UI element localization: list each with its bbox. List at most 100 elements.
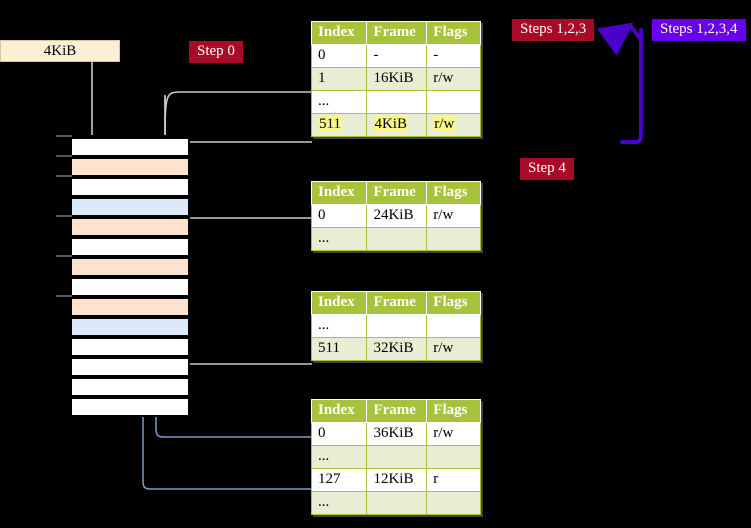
table-row: ... [310,491,481,515]
memory-frame-row [72,137,188,157]
cell-flags: r/w [426,113,481,137]
frame-label-4kib: 4KiB [0,40,120,62]
highlighted-value: r/w [433,116,456,132]
memory-tick [56,255,72,257]
table-row: ... [310,227,481,251]
cell-flags: r/w [426,337,481,361]
column-header-flags: Flags [426,21,481,45]
memory-frame-row [72,257,188,277]
cell-frame [366,314,428,338]
column-header-flags: Flags [426,181,481,205]
cell-frame: 24KiB [366,204,428,228]
memory-tick [56,155,72,157]
cell-frame: 12KiB [366,468,428,492]
highlighted-value: 511 [318,116,342,132]
table-row: 0-- [310,44,481,68]
memory-frame-row [72,237,188,257]
cell-index: ... [310,314,368,338]
memory-frame-row [72,277,188,297]
table-row: ... [310,90,481,114]
cell-flags: r/w [426,204,481,228]
memory-frame-row [72,337,188,357]
cell-flags [426,227,481,251]
cell-flags: r/w [426,422,481,446]
column-header-frame: Frame [366,291,428,315]
column-header-frame: Frame [366,181,428,205]
cell-frame: 4KiB [366,113,428,137]
physical-memory-column [70,135,190,417]
column-header-index: Index [310,181,368,205]
cell-frame: - [366,44,428,68]
cell-flags [426,314,481,338]
table-row: 511 4KiB r/w [310,113,481,137]
badge-step-0-text: Step 0 [197,43,235,59]
cell-frame [366,227,428,251]
memory-frame-row [72,157,188,177]
badge-step-4: Step 4 [520,158,574,180]
badge-steps-1234-text: Steps 1,2,3,4 [660,21,738,37]
frame-label-4kib-text: 4KiB [43,42,77,59]
cell-flags: r/w [426,67,481,91]
memory-tick [56,215,72,217]
memory-frame-row [72,217,188,237]
badge-steps-1234: Steps 1,2,3,4 [652,19,746,41]
badge-step-4-text: Step 4 [528,160,566,176]
cell-index: 511 [310,337,368,361]
column-header-frame: Frame [366,399,428,423]
cell-frame [366,445,428,469]
badge-steps-123: Steps 1,2,3 [512,19,595,41]
column-header-frame: Frame [366,21,428,45]
cell-index: 1 [310,67,368,91]
cell-frame: 36KiB [366,422,428,446]
table-row: ... [310,445,481,469]
memory-frame-row [72,177,188,197]
memory-frame-row [72,197,188,217]
column-header-index: Index [310,399,368,423]
cell-flags [426,90,481,114]
memory-tick [56,135,72,137]
cell-frame: 32KiB [366,337,428,361]
memory-tick [56,295,72,297]
cell-index: 511 [310,113,368,137]
memory-frame-row [72,317,188,337]
memory-frame-row [72,297,188,317]
cell-index: ... [310,491,368,515]
cell-flags: - [426,44,481,68]
memory-frame-row [72,397,188,417]
cell-index: 0 [310,422,368,446]
cell-index: 0 [310,44,368,68]
cell-flags [426,445,481,469]
table-row: ... [310,314,481,338]
cell-index: 0 [310,204,368,228]
cell-index: ... [310,227,368,251]
badge-steps-123-text: Steps 1,2,3 [520,21,587,37]
cell-frame [366,491,428,515]
cell-frame [366,90,428,114]
memory-tick [56,175,72,177]
memory-frame-row [72,357,188,377]
column-header-index: Index [310,21,368,45]
cell-flags: r [426,468,481,492]
cell-index: ... [310,90,368,114]
cell-index: ... [310,445,368,469]
column-header-index: Index [310,291,368,315]
column-header-flags: Flags [426,291,481,315]
cell-index: 127 [310,468,368,492]
cell-flags [426,491,481,515]
memory-frame-row [72,377,188,397]
cell-frame: 16KiB [366,67,428,91]
